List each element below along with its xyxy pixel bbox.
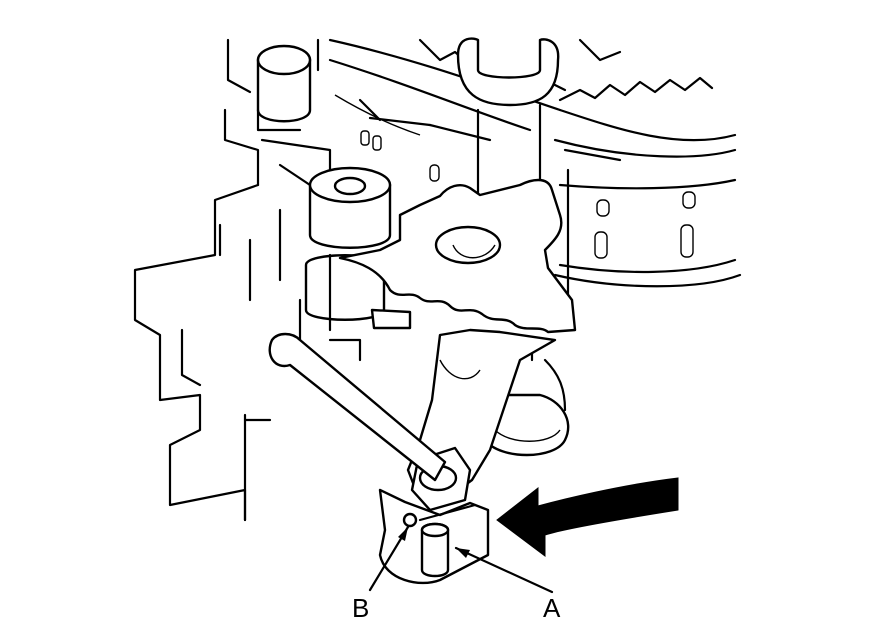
callout-a: A [543, 593, 561, 623]
drum-gear-ring [328, 38, 742, 302]
bracket-block [378, 488, 490, 585]
detent-roller-assembly [256, 44, 392, 387]
detent-plate [338, 178, 577, 334]
detent-rod [268, 332, 447, 482]
leader-lines [368, 525, 554, 594]
rotation-arrow [496, 477, 679, 557]
transmission-case [133, 38, 320, 522]
callout-b: B [352, 593, 369, 623]
